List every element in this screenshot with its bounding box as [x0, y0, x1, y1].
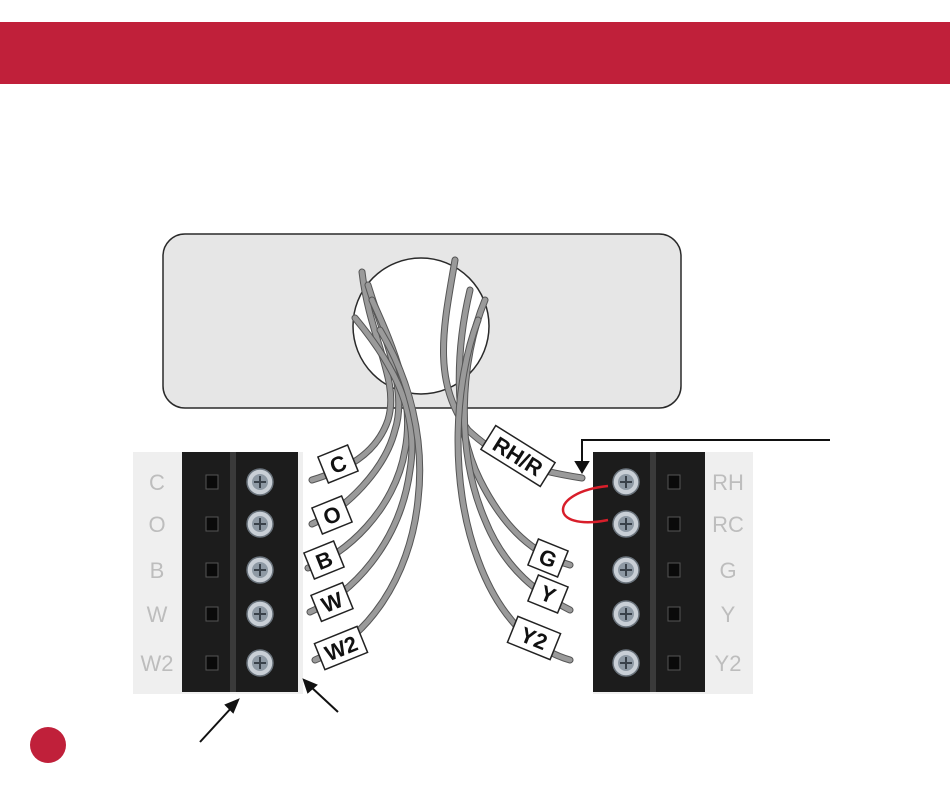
terminal-slot — [206, 475, 218, 489]
terminal-label: Y — [721, 602, 736, 627]
arrow-icon — [304, 680, 338, 712]
terminal-label: Y2 — [715, 651, 742, 676]
terminal-slot — [206, 607, 218, 621]
terminal-slot — [668, 517, 680, 531]
wire-tag: W2 — [314, 626, 367, 669]
terminal-label: B — [150, 558, 165, 583]
screw-icon — [247, 650, 273, 676]
screw-icon — [613, 601, 639, 627]
screw-icon — [247, 601, 273, 627]
terminal-slot — [668, 475, 680, 489]
screw-icon — [247, 557, 273, 583]
terminal-slot — [668, 563, 680, 577]
screw-icon — [613, 650, 639, 676]
screw-icon — [247, 469, 273, 495]
terminal-label: W2 — [141, 651, 174, 676]
terminal-label: C — [149, 470, 165, 495]
left-block-divider — [230, 452, 236, 692]
screw-icon — [247, 511, 273, 537]
terminal-slot — [206, 563, 218, 577]
terminal-label: RH — [712, 470, 744, 495]
step-badge — [30, 727, 66, 763]
right-black-block — [593, 452, 705, 692]
arrow-icon — [200, 700, 238, 742]
terminal-label: W — [147, 602, 168, 627]
terminal-slot — [206, 517, 218, 531]
wire-tag: Y2 — [507, 616, 560, 659]
terminal-label: RC — [712, 512, 744, 537]
terminal-slot — [668, 656, 680, 670]
screw-icon — [613, 557, 639, 583]
terminal-slot — [668, 607, 680, 621]
terminal-label: G — [719, 558, 736, 583]
wire-tag: RH/R — [481, 426, 555, 487]
screw-icon — [613, 469, 639, 495]
terminal-slot — [206, 656, 218, 670]
left-black-block — [182, 452, 298, 692]
wire-tag: B — [304, 541, 344, 579]
right-block-divider — [650, 452, 656, 692]
screw-icon — [613, 511, 639, 537]
terminal-label: O — [148, 512, 165, 537]
right-terminal-block: RH RC GY Y2 — [593, 452, 753, 694]
